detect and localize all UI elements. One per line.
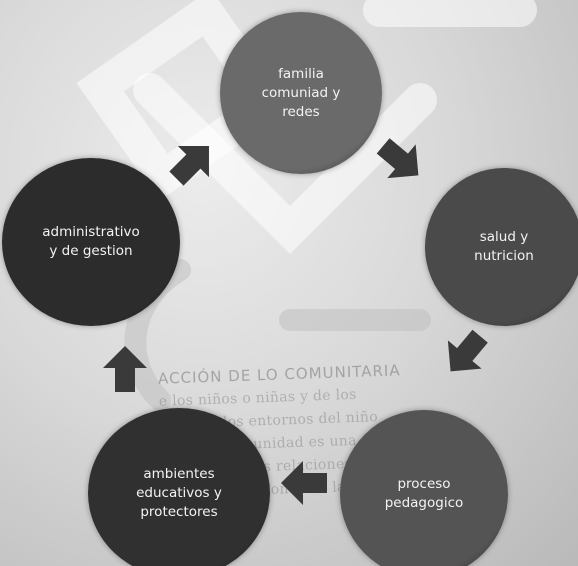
- arrow-proceso-to-ambientes: [281, 461, 327, 505]
- arrow-salud-to-proceso: [433, 322, 497, 386]
- node-salud-nutricion: salud y nutricion: [425, 168, 578, 326]
- node-label: salud y nutricion: [474, 229, 534, 264]
- node-proceso-pedagogico: proceso pedagogico: [340, 410, 508, 566]
- node-ambientes-educativos: ambientes educativos y protectores: [88, 408, 270, 566]
- node-label: proceso pedagogico: [384, 476, 464, 511]
- node-administrativo-gestion: administrativo y de gestion: [2, 158, 180, 326]
- node-label: administrativo y de gestion: [42, 224, 140, 259]
- arrow-ambientes-to-administrativo: [103, 346, 147, 392]
- node-label: familia comuniad y redes: [261, 65, 341, 120]
- arrow-administrativo-to-familia: [160, 130, 225, 195]
- arrow-familia-to-salud: [369, 129, 433, 193]
- node-label: ambientes educativos y protectores: [136, 465, 222, 520]
- node-familia-comunidad-redes: familia comuniad y redes: [220, 12, 382, 174]
